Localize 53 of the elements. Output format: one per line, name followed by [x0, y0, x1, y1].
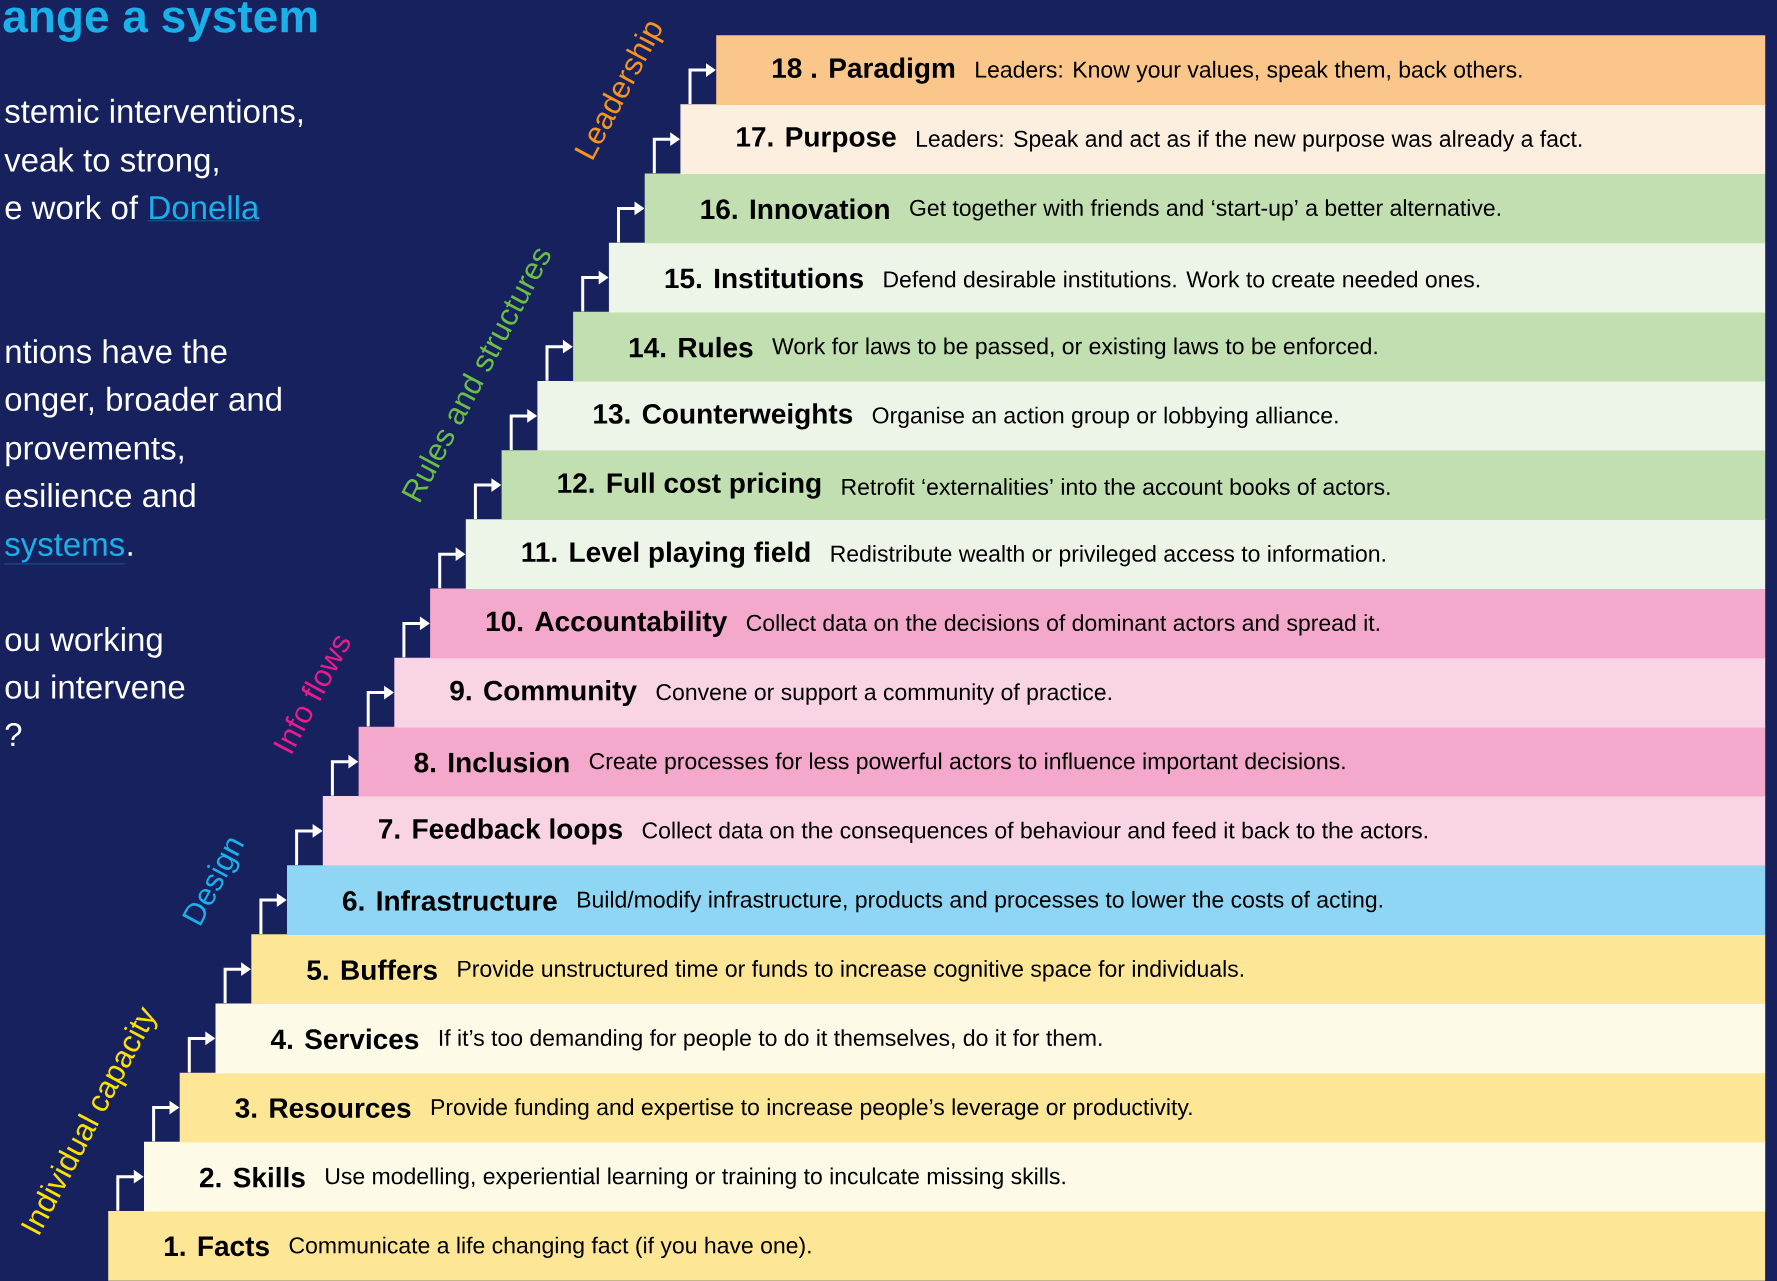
paragraph-line: veak to strong,	[4, 147, 218, 179]
step-title: 1. Facts	[164, 1236, 269, 1257]
step-arrow	[366, 685, 394, 727]
step-title: 16. Innovation	[701, 198, 889, 220]
paragraph-line: ntions have the	[6, 339, 227, 364]
step-title: 13. Counterweights	[594, 403, 853, 430]
step-title: 8. Inclusion	[414, 751, 569, 773]
link: Donella	[147, 195, 260, 221]
category-label: Info flows	[273, 636, 351, 755]
step-title: 15. Institutions	[665, 267, 863, 289]
paragraph-line: onger, broader and	[5, 386, 281, 418]
step-title: 7. Feedback loops	[379, 818, 622, 845]
step-description: Provide unstructured time or funds to increase cognitive space for individuals.	[458, 960, 1243, 982]
step-arrow	[223, 962, 251, 1004]
step-description: Retrofit ‘externalities’ into the account books of actors.	[842, 478, 1390, 495]
step-description: Use modelling, experiential learning or training to inculcate missing skills.	[326, 1167, 1065, 1189]
step-description: Create processes for less powerful actors to influence important decisions.	[589, 752, 1345, 774]
step-title: 14. Rules	[629, 336, 753, 358]
paragraph-line: ?	[5, 723, 22, 747]
step-title: 5. Buffers	[307, 959, 437, 981]
step-title: 4. Services	[270, 1028, 419, 1050]
step-title: 12. Full cost pricing	[558, 472, 821, 499]
step-title: 6. Infrastructure	[343, 890, 557, 911]
step-description: Collect data on the decisions of dominant actors and spread it.	[746, 614, 1379, 636]
paragraph-line: esilience and	[5, 483, 195, 508]
paragraph-line: e work of	[5, 195, 139, 220]
step-description: Build/modify infrastructure, products and processes to lower the costs of acting.	[578, 890, 1382, 913]
step-title: 10. Accountability	[486, 610, 728, 637]
step-title: 11. Level playing field	[522, 541, 810, 568]
paragraph-line: .	[128, 552, 132, 556]
paragraph-line: ou working	[5, 626, 162, 658]
step-description: Leaders: Speak and act as if the new purpose was already a fact.	[917, 130, 1582, 152]
step-description: Redistribute wealth or privileged access to information.	[831, 544, 1385, 567]
step-description: Collect data on the consequences of behaviour and feed it back to the actors.	[642, 821, 1427, 844]
step-title: 9. Community	[450, 680, 637, 707]
paragraph-line: provements,	[6, 438, 183, 467]
step-title: 17. Purpose	[737, 127, 896, 153]
step-title: 18 . Paradigm	[772, 57, 955, 84]
step-description: Provide funding and expertise to increase people’s leverage or productivity.	[431, 1098, 1192, 1120]
title: ange a system	[3, 2, 317, 42]
step-description: Get together with friends and ‘start-up’ a better alternative.	[910, 199, 1500, 221]
step-title: 3. Resources	[235, 1098, 411, 1118]
step-description: Work for laws to be passed, or existing laws to be enforced.	[772, 337, 1377, 359]
step-title: 2. Skills	[200, 1166, 305, 1188]
step-description: Leaders: Know your values, speak them, back others.	[976, 60, 1522, 83]
step-description: If it’s too demanding for people to do it themselves, do it for them.	[439, 1029, 1102, 1051]
step-description: Defend desirable institutions. Work to create needed ones.	[884, 270, 1480, 288]
step-description: Communicate a life changing fact (if you have one).	[289, 1236, 811, 1259]
step-description: Organise an action group or lobbying alliance.	[872, 406, 1338, 429]
paragraph-line: stemic interventions,	[5, 98, 302, 127]
paragraph-line: ou intervene	[5, 674, 185, 699]
link: systems	[4, 534, 126, 565]
step-description: Convene or support a community of practice.	[656, 683, 1111, 705]
